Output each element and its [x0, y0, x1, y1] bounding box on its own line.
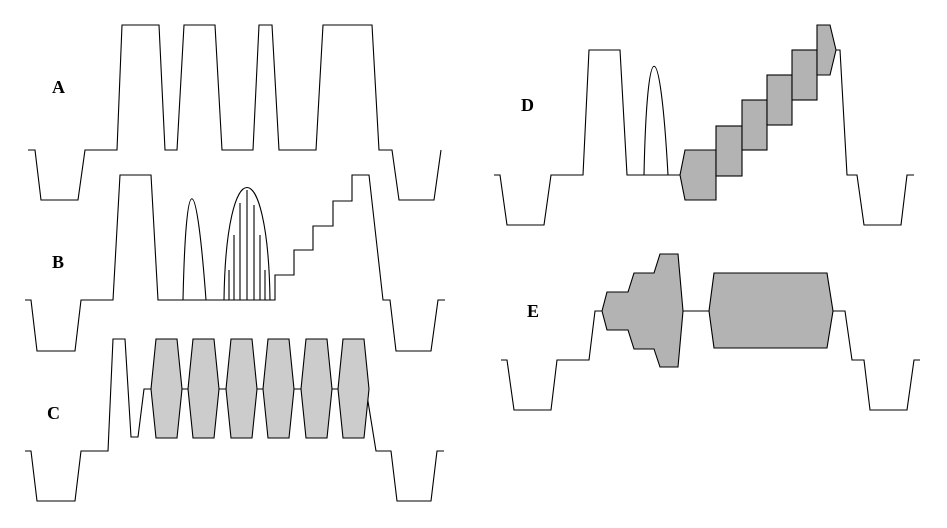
panel-e-long-block [708, 272, 834, 349]
panel-d-label: D [521, 95, 534, 115]
step-block [741, 99, 768, 151]
block [262, 338, 295, 439]
block [150, 338, 183, 439]
block [225, 338, 258, 439]
panel-e-stepped-block [601, 253, 684, 368]
panel-a-label: A [52, 77, 65, 97]
panel-b-trace [25, 174, 445, 352]
block [300, 338, 333, 439]
panel-b-label: B [52, 252, 64, 272]
panel-c-blocks [150, 338, 370, 439]
step-block [766, 74, 793, 126]
panel-d-trace [494, 49, 914, 226]
panel-e: E [501, 253, 920, 411]
panel-e-trace [501, 310, 920, 411]
block [187, 338, 220, 439]
block [337, 338, 370, 439]
panel-d: D [494, 24, 914, 226]
panel-b: B [25, 174, 445, 352]
panel-d-pulse [643, 65, 669, 176]
panel-a-trace [28, 24, 442, 201]
step-block [715, 125, 743, 177]
panel-b-pulse [182, 198, 207, 301]
panel-d-staircase [679, 24, 837, 201]
step-block [679, 149, 717, 201]
step-block [816, 24, 837, 76]
panel-b-striped-pulse [223, 187, 271, 301]
panel-c-label: C [47, 403, 60, 423]
panel-c-trace [25, 338, 444, 502]
panel-c: C [25, 338, 444, 502]
panel-e-label: E [527, 301, 539, 321]
panel-a: A [28, 24, 442, 201]
panel-b-stripes [228, 190, 266, 300]
step-block [791, 49, 818, 101]
